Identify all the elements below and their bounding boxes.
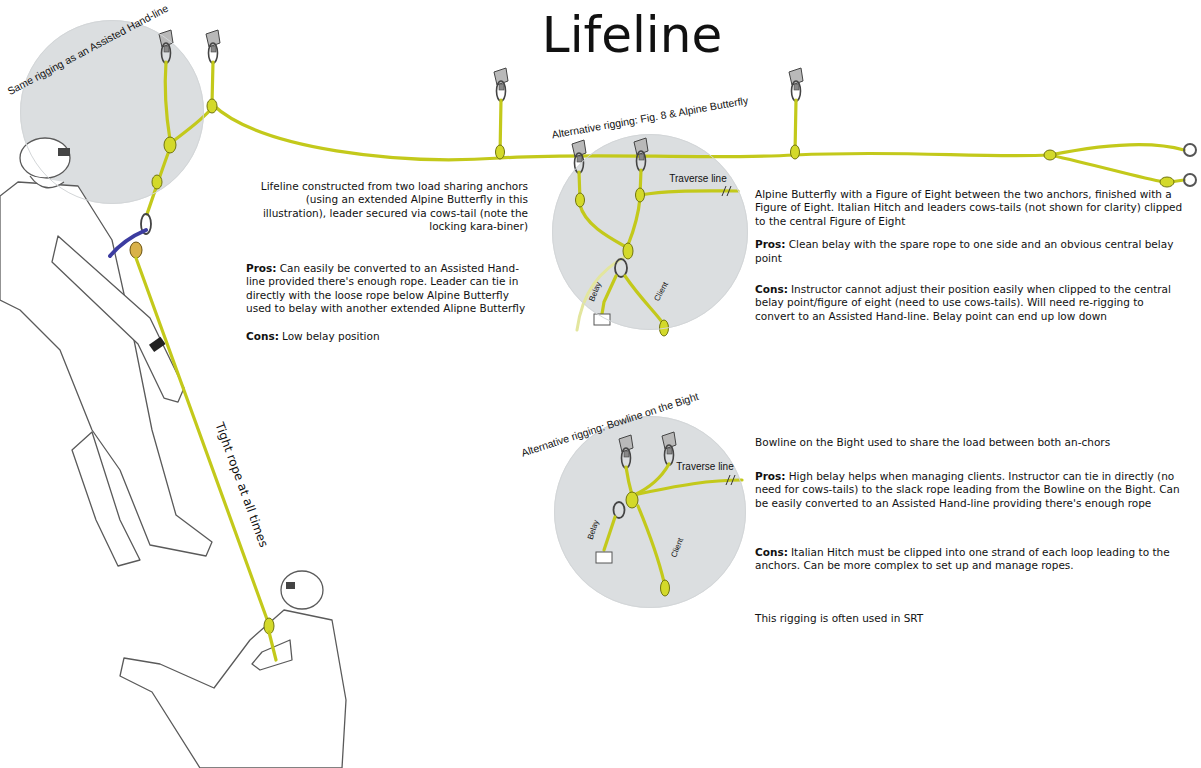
pros-cons-heading: Cons:	[246, 330, 279, 342]
rope-label: Tight rope at all times	[212, 420, 270, 549]
circle-heading: Same rigging as an Assisted Hand-line	[6, 3, 171, 98]
note-text: Low belay position	[282, 330, 380, 342]
pros-cons-heading: Cons:	[755, 546, 788, 558]
rope-label: Belay	[587, 519, 602, 541]
rope-label: Traverse line	[669, 173, 726, 184]
note-text: Lifeline constructed from two load shari…	[261, 180, 528, 232]
rigging-circle: Same rigging as an Assisted Hand-line	[20, 20, 204, 204]
text-block: Pros:High belay helps when managing clie…	[755, 470, 1187, 510]
text-block: Alpine Butterfly with a Figure of Eight …	[755, 188, 1187, 228]
note-text: Alpine Butterfly with a Figure of Eight …	[755, 188, 1182, 227]
text-block: Pros:Clean belay with the spare rope to …	[755, 238, 1187, 265]
circle-ground	[554, 416, 746, 608]
pros-cons-heading: Pros:	[246, 262, 277, 274]
page-title: Lifeline	[542, 6, 722, 64]
rigging-circle: Alternative rigging: Bowline on the Bigh…	[554, 416, 746, 608]
pros-cons-heading: Cons:	[755, 283, 788, 295]
text-block: Cons:Low belay position	[246, 330, 528, 343]
text-block: Bowline on the Bight used to share the l…	[755, 436, 1187, 449]
circle-outline	[20, 20, 204, 204]
text-block: Pros:Can easily be converted to an Assis…	[246, 262, 528, 316]
client-figure	[120, 571, 346, 768]
circle-heading: Alternative rigging: Bowline on the Bigh…	[520, 391, 700, 459]
note-text: This rigging is often used in SRT	[755, 612, 923, 624]
rope-label: Traverse line	[676, 461, 733, 472]
circle-outline	[552, 134, 748, 330]
circle-ground	[20, 20, 204, 204]
note-text: Clean belay with the spare rope to one s…	[755, 238, 1173, 263]
text-block: Cons:Italian Hitch must be clipped into …	[755, 546, 1187, 573]
pros-cons-heading: Pros:	[755, 238, 786, 250]
note-text: Can easily be converted to an Assisted H…	[246, 262, 525, 314]
rope-label: Client	[653, 281, 670, 303]
note-text: Instructor cannot adjust their position …	[755, 283, 1171, 322]
text-block: This rigging is often used in SRT	[755, 612, 1187, 625]
pros-cons-heading: Pros:	[755, 470, 786, 482]
note-text: Bowline on the Bight used to share the l…	[755, 436, 1110, 448]
rope-label: Belay	[588, 281, 604, 303]
text-block: Lifeline constructed from two load shari…	[246, 180, 528, 234]
leader-figure	[0, 138, 212, 566]
rope-label: Client	[670, 537, 686, 559]
note-text: High belay helps when managing clients. …	[755, 470, 1180, 509]
text-block: Cons:Instructor cannot adjust their posi…	[755, 283, 1187, 323]
rigging-circle: Alternative rigging: Fig. 8 & Alpine But…	[552, 134, 748, 330]
circle-ground	[552, 134, 748, 330]
circle-outline	[554, 416, 746, 608]
note-text: Italian Hitch must be clipped into one s…	[755, 546, 1170, 571]
